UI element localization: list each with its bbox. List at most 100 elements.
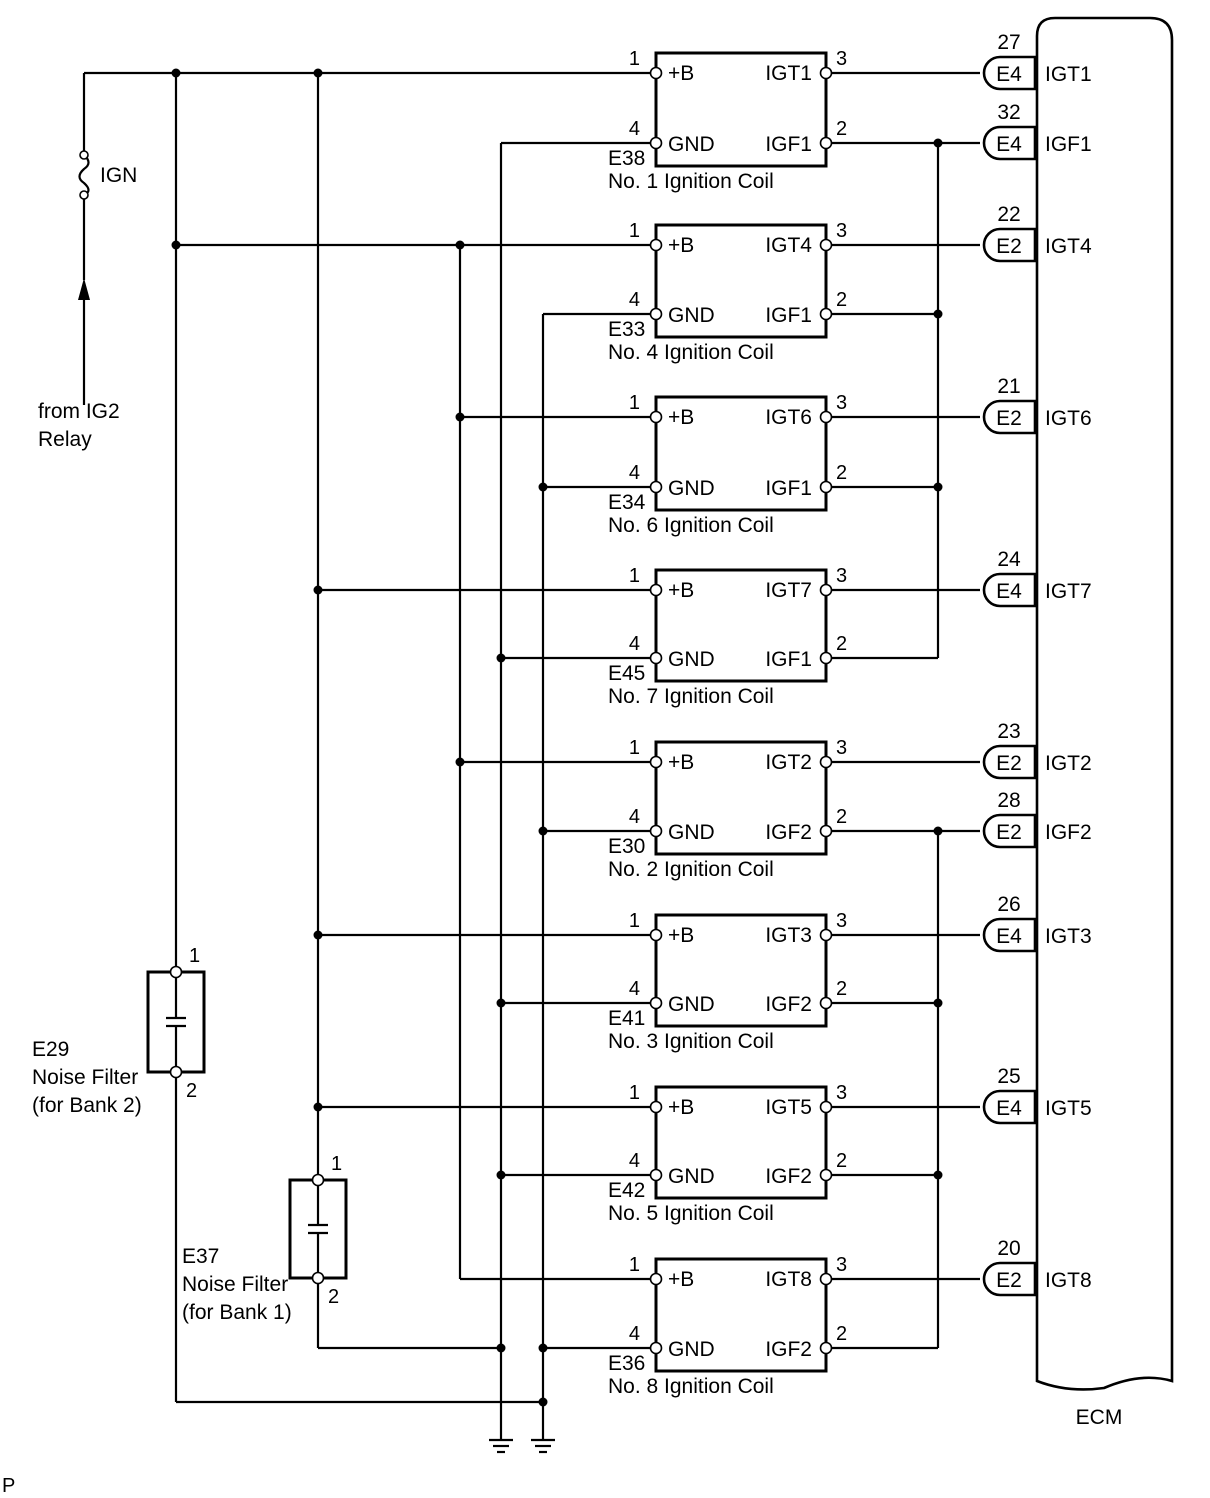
source-label-line2: Relay xyxy=(38,428,92,451)
coil-pin xyxy=(819,651,833,665)
coil-pin-number: 4 xyxy=(629,289,640,311)
coil-connector-label: E41 xyxy=(608,1007,645,1030)
filter-pin xyxy=(169,965,183,979)
junction-dot xyxy=(933,998,943,1008)
coil-name-label: No. 2 Ignition Coil xyxy=(608,858,774,881)
coil-pin-number: 2 xyxy=(836,118,847,140)
ecm-signal-label: IGT7 xyxy=(1045,580,1092,603)
coil-pin-number: 2 xyxy=(836,462,847,484)
coil-name-label: No. 5 Ignition Coil xyxy=(608,1202,774,1225)
coil-pin xyxy=(819,928,833,942)
coil-connector-label: E33 xyxy=(608,318,645,341)
coil-pin xyxy=(649,66,663,80)
junction-dots xyxy=(171,68,943,1407)
ignition-coils xyxy=(649,51,833,1373)
coil-plus-b-label: +B xyxy=(668,406,694,429)
coil-igf-label: IGF1 xyxy=(765,477,812,500)
ecm-connector-igt5 xyxy=(982,1089,1037,1125)
coil-name-label: No. 7 Ignition Coil xyxy=(608,685,774,708)
ignition-coil-1 xyxy=(654,51,828,168)
coil-gnd-label: GND xyxy=(668,133,715,156)
ecm-signal-label: IGF2 xyxy=(1045,821,1092,844)
coil-pin xyxy=(649,1341,663,1355)
coil-igt-label: IGT6 xyxy=(765,406,812,429)
coil-pin-number: 3 xyxy=(836,392,847,414)
coil-pin xyxy=(649,136,663,150)
coil-pin xyxy=(819,996,833,1010)
coil-pin xyxy=(649,824,663,838)
filter-pin-number: 1 xyxy=(331,1153,342,1175)
coil-pin-number: 3 xyxy=(836,910,847,932)
coil-pin-number: 4 xyxy=(629,462,640,484)
ignition-coil-7 xyxy=(654,1085,828,1200)
coil-pin xyxy=(649,480,663,494)
corner-mark: P xyxy=(2,1475,15,1497)
junction-dot xyxy=(171,240,181,250)
coil-pin-number: 3 xyxy=(836,1082,847,1104)
ignition-coil-4 xyxy=(654,568,828,683)
coil-pin-number: 1 xyxy=(629,48,640,70)
coil-igt-label: IGT4 xyxy=(765,234,812,257)
filter-note-label: (for Bank 1) xyxy=(182,1301,292,1324)
ecm-connector-igf2 xyxy=(982,813,1037,849)
ignition-coil-8 xyxy=(654,1257,828,1373)
junction-dot xyxy=(538,482,548,492)
coil-pin xyxy=(819,307,833,321)
coil-igt-label: IGT3 xyxy=(765,924,812,947)
coil-pin xyxy=(819,1272,833,1286)
coil-pin-number: 1 xyxy=(629,565,640,587)
ecm-block xyxy=(982,16,1174,1391)
coil-plus-b-label: +B xyxy=(668,1268,694,1291)
coil-pin xyxy=(819,136,833,150)
coil-name-label: No. 1 Ignition Coil xyxy=(608,170,774,193)
coil-pin xyxy=(819,583,833,597)
junction-dot xyxy=(313,1102,323,1112)
ignition-coil-2 xyxy=(654,223,828,339)
coil-pin xyxy=(819,755,833,769)
ecm-connector-label: E2 xyxy=(996,821,1022,844)
ecm-signal-label: IGT6 xyxy=(1045,407,1092,430)
ecm-pin-number: 28 xyxy=(997,789,1020,812)
coil-pin xyxy=(649,238,663,252)
junction-dot xyxy=(171,68,181,78)
junction-dot xyxy=(933,138,943,148)
coil-pin-number: 4 xyxy=(629,118,640,140)
coil-gnd-label: GND xyxy=(668,821,715,844)
coil-gnd-label: GND xyxy=(668,1338,715,1361)
ecm-signal-label: IGF1 xyxy=(1045,133,1092,156)
coil-connector-label: E38 xyxy=(608,147,645,170)
coil-pin xyxy=(819,480,833,494)
coil-pin-number: 2 xyxy=(836,1323,847,1345)
ecm-connector-igt8 xyxy=(982,1261,1037,1297)
coil-pin-number: 2 xyxy=(836,978,847,1000)
ecm-pin-number: 25 xyxy=(997,1065,1020,1088)
coil-igf-label: IGF2 xyxy=(765,1338,812,1361)
coil-pin-number: 4 xyxy=(629,633,640,655)
ecm-connector-label: E4 xyxy=(996,925,1022,948)
ecm-connector-label: E4 xyxy=(996,133,1022,156)
junction-dot xyxy=(933,482,943,492)
junction-dot xyxy=(313,585,323,595)
fuse-symbol xyxy=(78,154,90,197)
wiring xyxy=(78,71,980,1454)
coil-pin xyxy=(649,928,663,942)
ign-label: IGN xyxy=(100,164,137,187)
coil-igf-label: IGF2 xyxy=(765,993,812,1016)
ignition-coil-3 xyxy=(654,395,828,512)
ecm-pin-number: 20 xyxy=(997,1237,1020,1260)
coil-pin xyxy=(819,1341,833,1355)
coil-pin xyxy=(819,824,833,838)
junction-dot xyxy=(496,998,506,1008)
junction-dot xyxy=(496,653,506,663)
coil-plus-b-label: +B xyxy=(668,1096,694,1119)
ecm-connector-label: E4 xyxy=(996,580,1022,603)
junction-dot xyxy=(933,826,943,836)
coil-pin xyxy=(649,996,663,1010)
ecm-connector-label: E2 xyxy=(996,407,1022,430)
filter-pin xyxy=(311,1173,325,1187)
filter-pin xyxy=(169,1065,183,1079)
coil-pin-number: 2 xyxy=(836,289,847,311)
ecm-connector-igt2 xyxy=(982,744,1037,780)
coil-gnd-label: GND xyxy=(668,1165,715,1188)
coil-pin-number: 3 xyxy=(836,220,847,242)
